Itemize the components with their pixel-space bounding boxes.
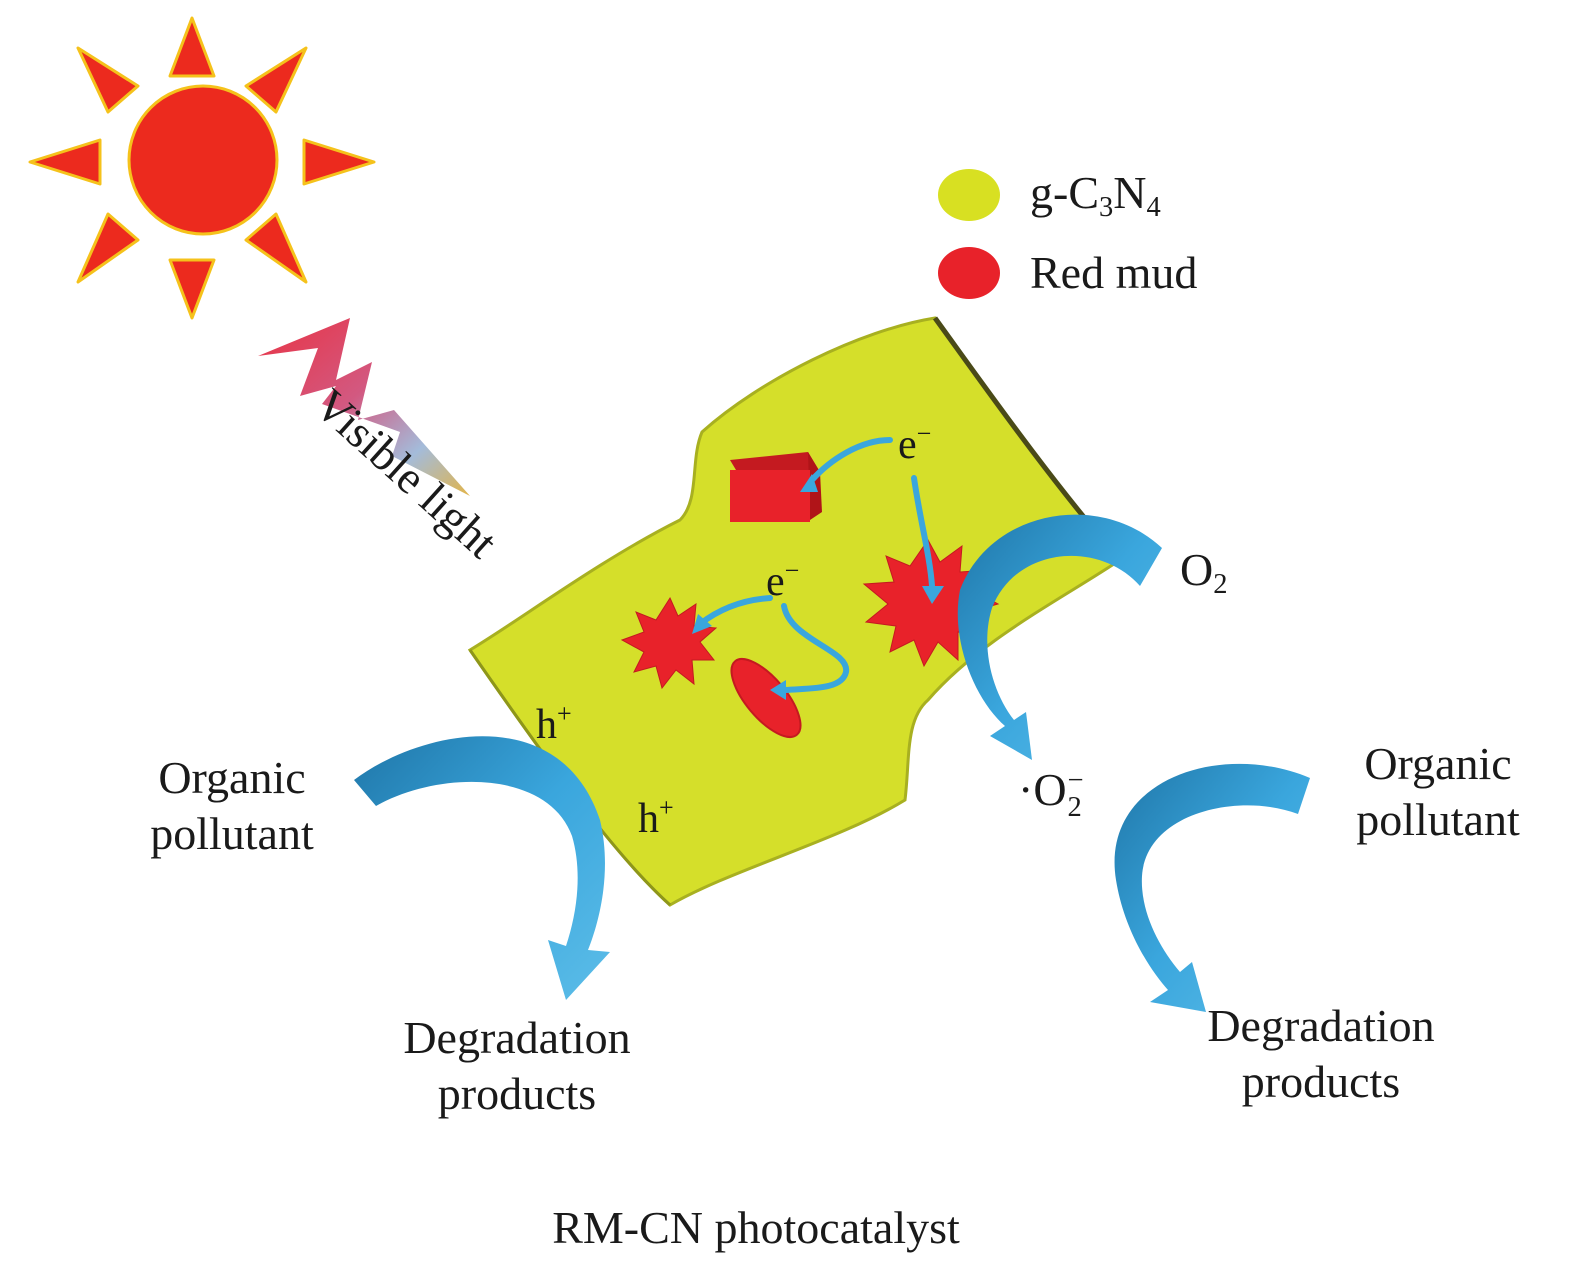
g-c3n4-legend-icon	[938, 168, 1000, 221]
organic-pollutant-left-line1: Organic	[158, 752, 306, 803]
legend-label-red-mud: Red mud	[1030, 247, 1198, 298]
electron-sign: −	[916, 419, 932, 448]
hole-base: h	[638, 796, 659, 843]
hole-label-upper: h+	[536, 698, 572, 751]
superoxide-sub: 2	[1067, 792, 1082, 824]
degradation-products-right: Degradation products	[1180, 998, 1462, 1110]
cn-mid: N	[1113, 167, 1147, 218]
hole-sign: +	[557, 699, 572, 728]
legend-item-cn: g-C3N4	[938, 166, 1161, 224]
hole-oxidation-arrow	[354, 736, 610, 1000]
oxygen-sub: 2	[1213, 568, 1228, 600]
degradation-right-line1: Degradation	[1207, 1000, 1435, 1051]
legend-item-red-mud: Red mud	[938, 246, 1197, 299]
electron-base: e	[898, 422, 917, 469]
organic-pollutant-left: Organic pollutant	[132, 750, 332, 862]
electron-arrowheads	[692, 474, 944, 700]
red-mud-legend-icon	[938, 246, 1000, 299]
electron-sign: −	[784, 556, 800, 585]
cn-prefix: g-C	[1030, 167, 1099, 218]
oxygen-reduction-arrow	[957, 514, 1162, 760]
degradation-left-line1: Degradation	[403, 1012, 631, 1063]
superoxide-base: ·O	[1018, 764, 1067, 815]
organic-pollutant-right: Organic pollutant	[1336, 736, 1540, 848]
electron-base: e	[766, 559, 785, 606]
superoxide-label: ·O−2	[1018, 762, 1084, 822]
degradation-right-line2: products	[1241, 1056, 1401, 1108]
hole-label-lower: h+	[638, 792, 674, 845]
organic-pollutant-right-line1: Organic	[1364, 738, 1512, 789]
organic-pollutant-right-line2: pollutant	[1356, 794, 1520, 846]
sun-icon	[28, 16, 376, 320]
hole-sign: +	[659, 793, 674, 822]
degradation-left-line2: products	[437, 1068, 597, 1120]
oxygen-base: O	[1180, 544, 1214, 595]
oxygen-label: O2	[1180, 542, 1228, 603]
electron-label-upper: e−	[898, 418, 931, 471]
degradation-products-left: Degradation products	[376, 1010, 658, 1122]
organic-pollutant-left-line2: pollutant	[150, 808, 314, 860]
figure-caption: RM-CN photocatalyst	[552, 1202, 960, 1253]
cn-sub2: 4	[1146, 191, 1161, 223]
lightning-bolt-icon	[258, 318, 470, 496]
superoxide-oxidation-arrow	[1114, 763, 1310, 1012]
superoxide-sign: −	[1067, 765, 1084, 797]
electron-label-lower: e−	[766, 555, 799, 608]
legend-label-cn: g-C3N4	[1030, 166, 1161, 224]
hole-base: h	[536, 702, 557, 749]
cn-sub1: 3	[1099, 191, 1114, 223]
red-mud-cube-icon	[730, 452, 822, 522]
